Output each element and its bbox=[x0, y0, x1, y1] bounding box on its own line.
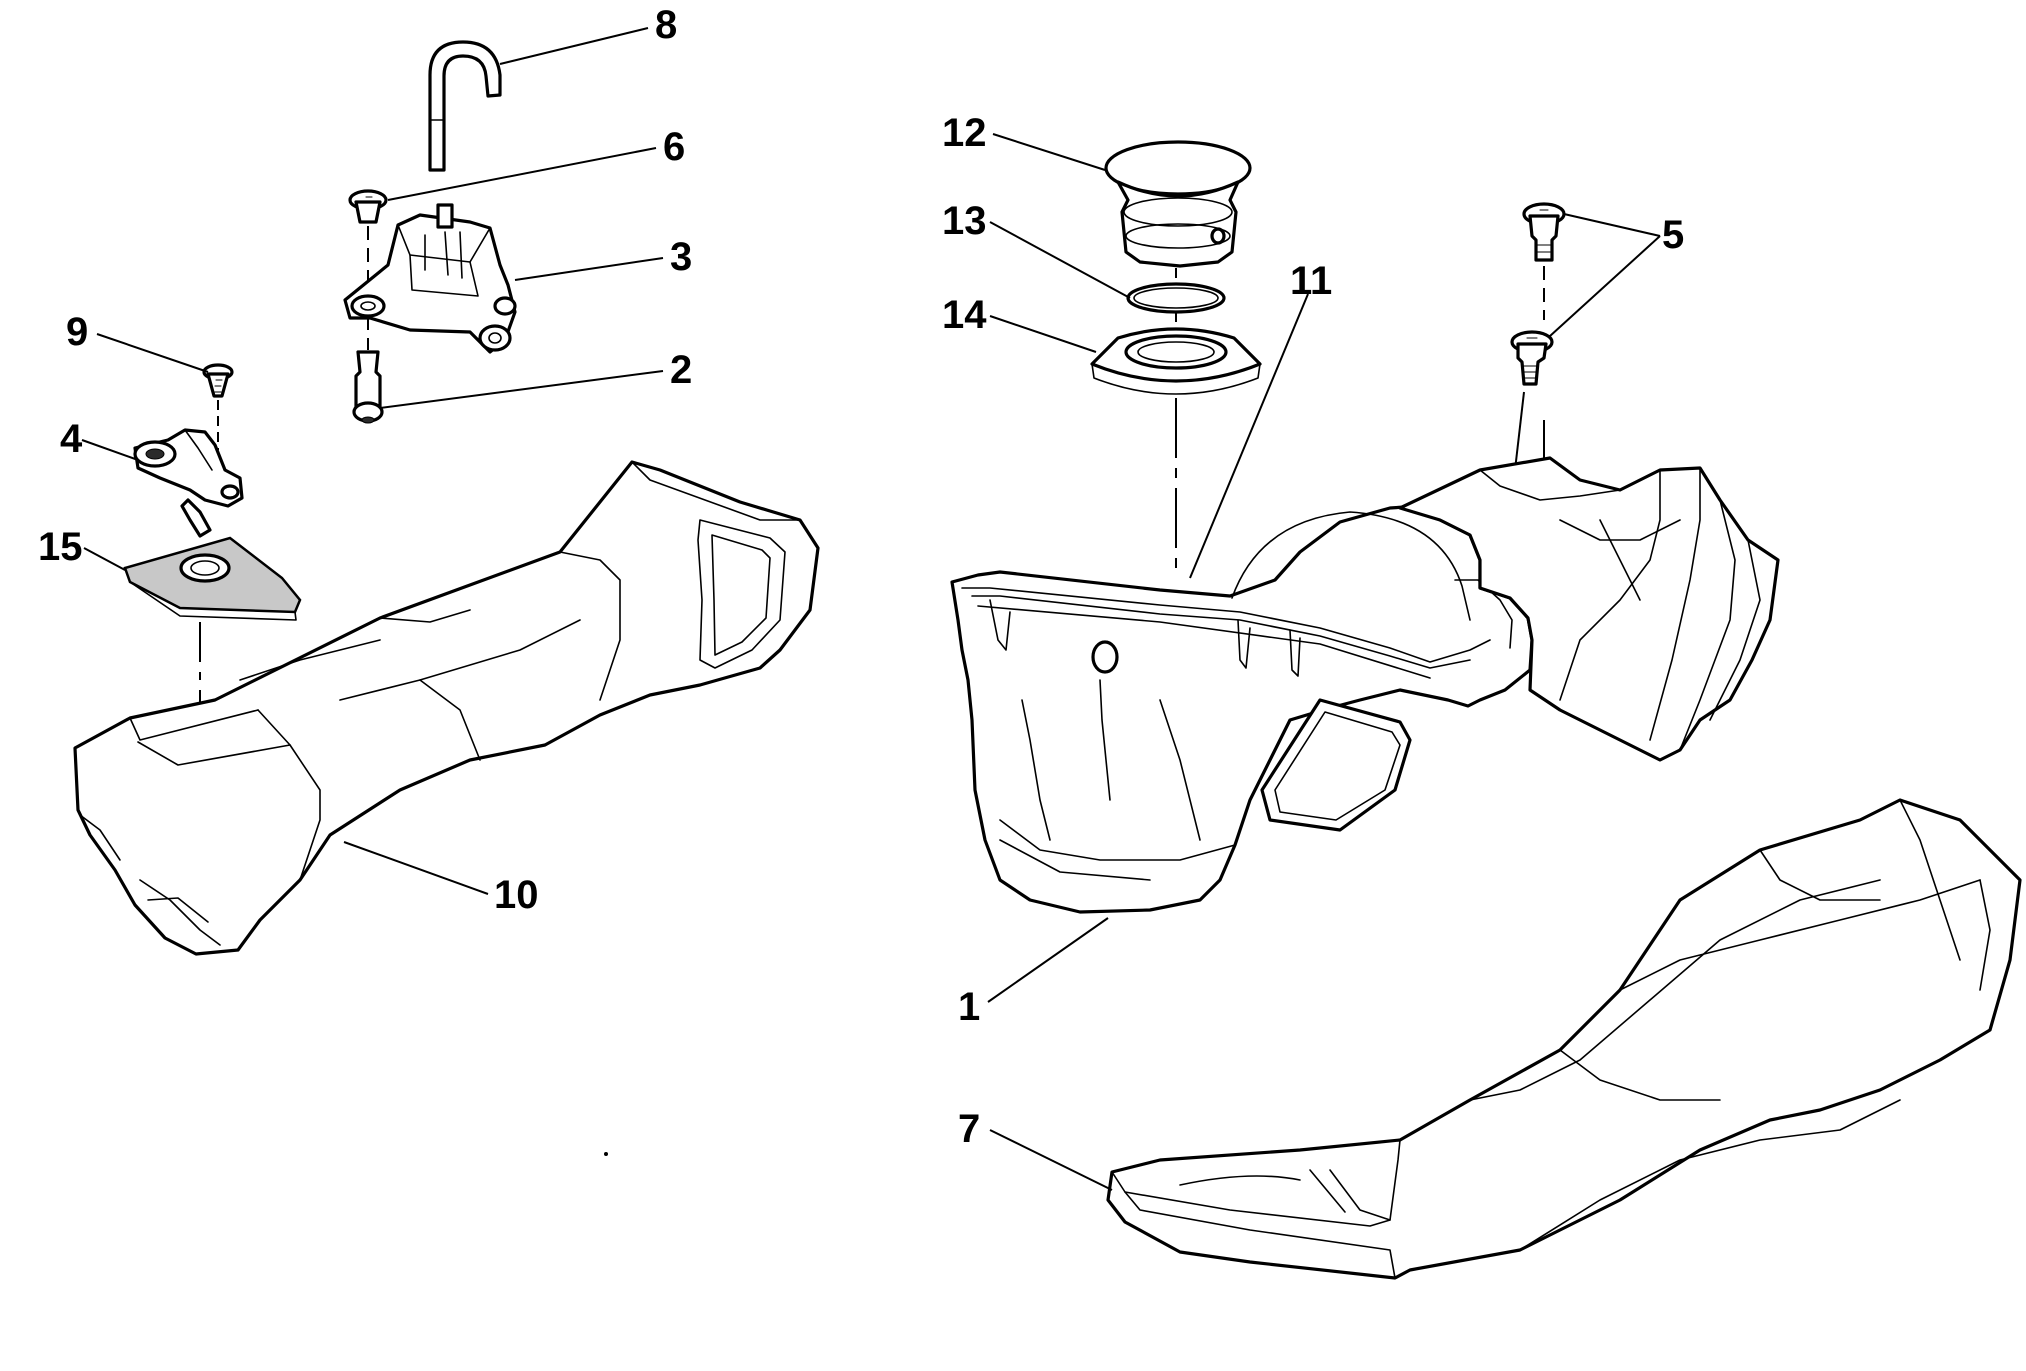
part-3-mount-bracket bbox=[343, 203, 517, 354]
callout-4: 4 bbox=[60, 417, 83, 461]
part-15-gasket bbox=[123, 536, 302, 621]
callout-7: 7 bbox=[958, 1107, 980, 1151]
part-12-cap bbox=[1104, 140, 1252, 268]
part-13-o-ring bbox=[1126, 282, 1226, 314]
callout-2: 2 bbox=[670, 348, 692, 392]
part-9-screw bbox=[202, 363, 234, 398]
leader-lines bbox=[81, 27, 1661, 1191]
callout-13: 13 bbox=[942, 199, 987, 243]
callout-14: 14 bbox=[942, 293, 987, 337]
callout-6: 6 bbox=[663, 125, 685, 169]
part-5-screw-lower bbox=[1510, 330, 1554, 386]
callout-labels: 8 6 3 2 9 4 15 10 12 13 14 11 5 1 7 bbox=[38, 3, 1684, 1151]
callout-3: 3 bbox=[670, 235, 692, 279]
part-2-bolt bbox=[352, 350, 384, 424]
callout-1: 1 bbox=[958, 985, 980, 1029]
speck bbox=[604, 1152, 608, 1156]
part-5-screw-upper bbox=[1522, 202, 1566, 262]
callout-8: 8 bbox=[655, 3, 677, 47]
part-1-airbox bbox=[950, 504, 1534, 914]
callout-15: 15 bbox=[38, 525, 83, 569]
part-8-hose bbox=[428, 40, 502, 172]
part-11-airbox-duct bbox=[1398, 456, 1780, 762]
part-10-air-duct bbox=[73, 460, 820, 956]
callout-10: 10 bbox=[494, 873, 539, 917]
part-14-seal-ring bbox=[1090, 327, 1262, 395]
callout-5: 5 bbox=[1662, 213, 1684, 257]
callout-9: 9 bbox=[66, 310, 88, 354]
part-6-screw bbox=[348, 189, 388, 224]
part-7-lower-duct bbox=[1106, 798, 2022, 1280]
callout-12: 12 bbox=[942, 111, 987, 155]
part-4-sensor bbox=[133, 428, 244, 538]
callout-11: 11 bbox=[1290, 259, 1332, 303]
